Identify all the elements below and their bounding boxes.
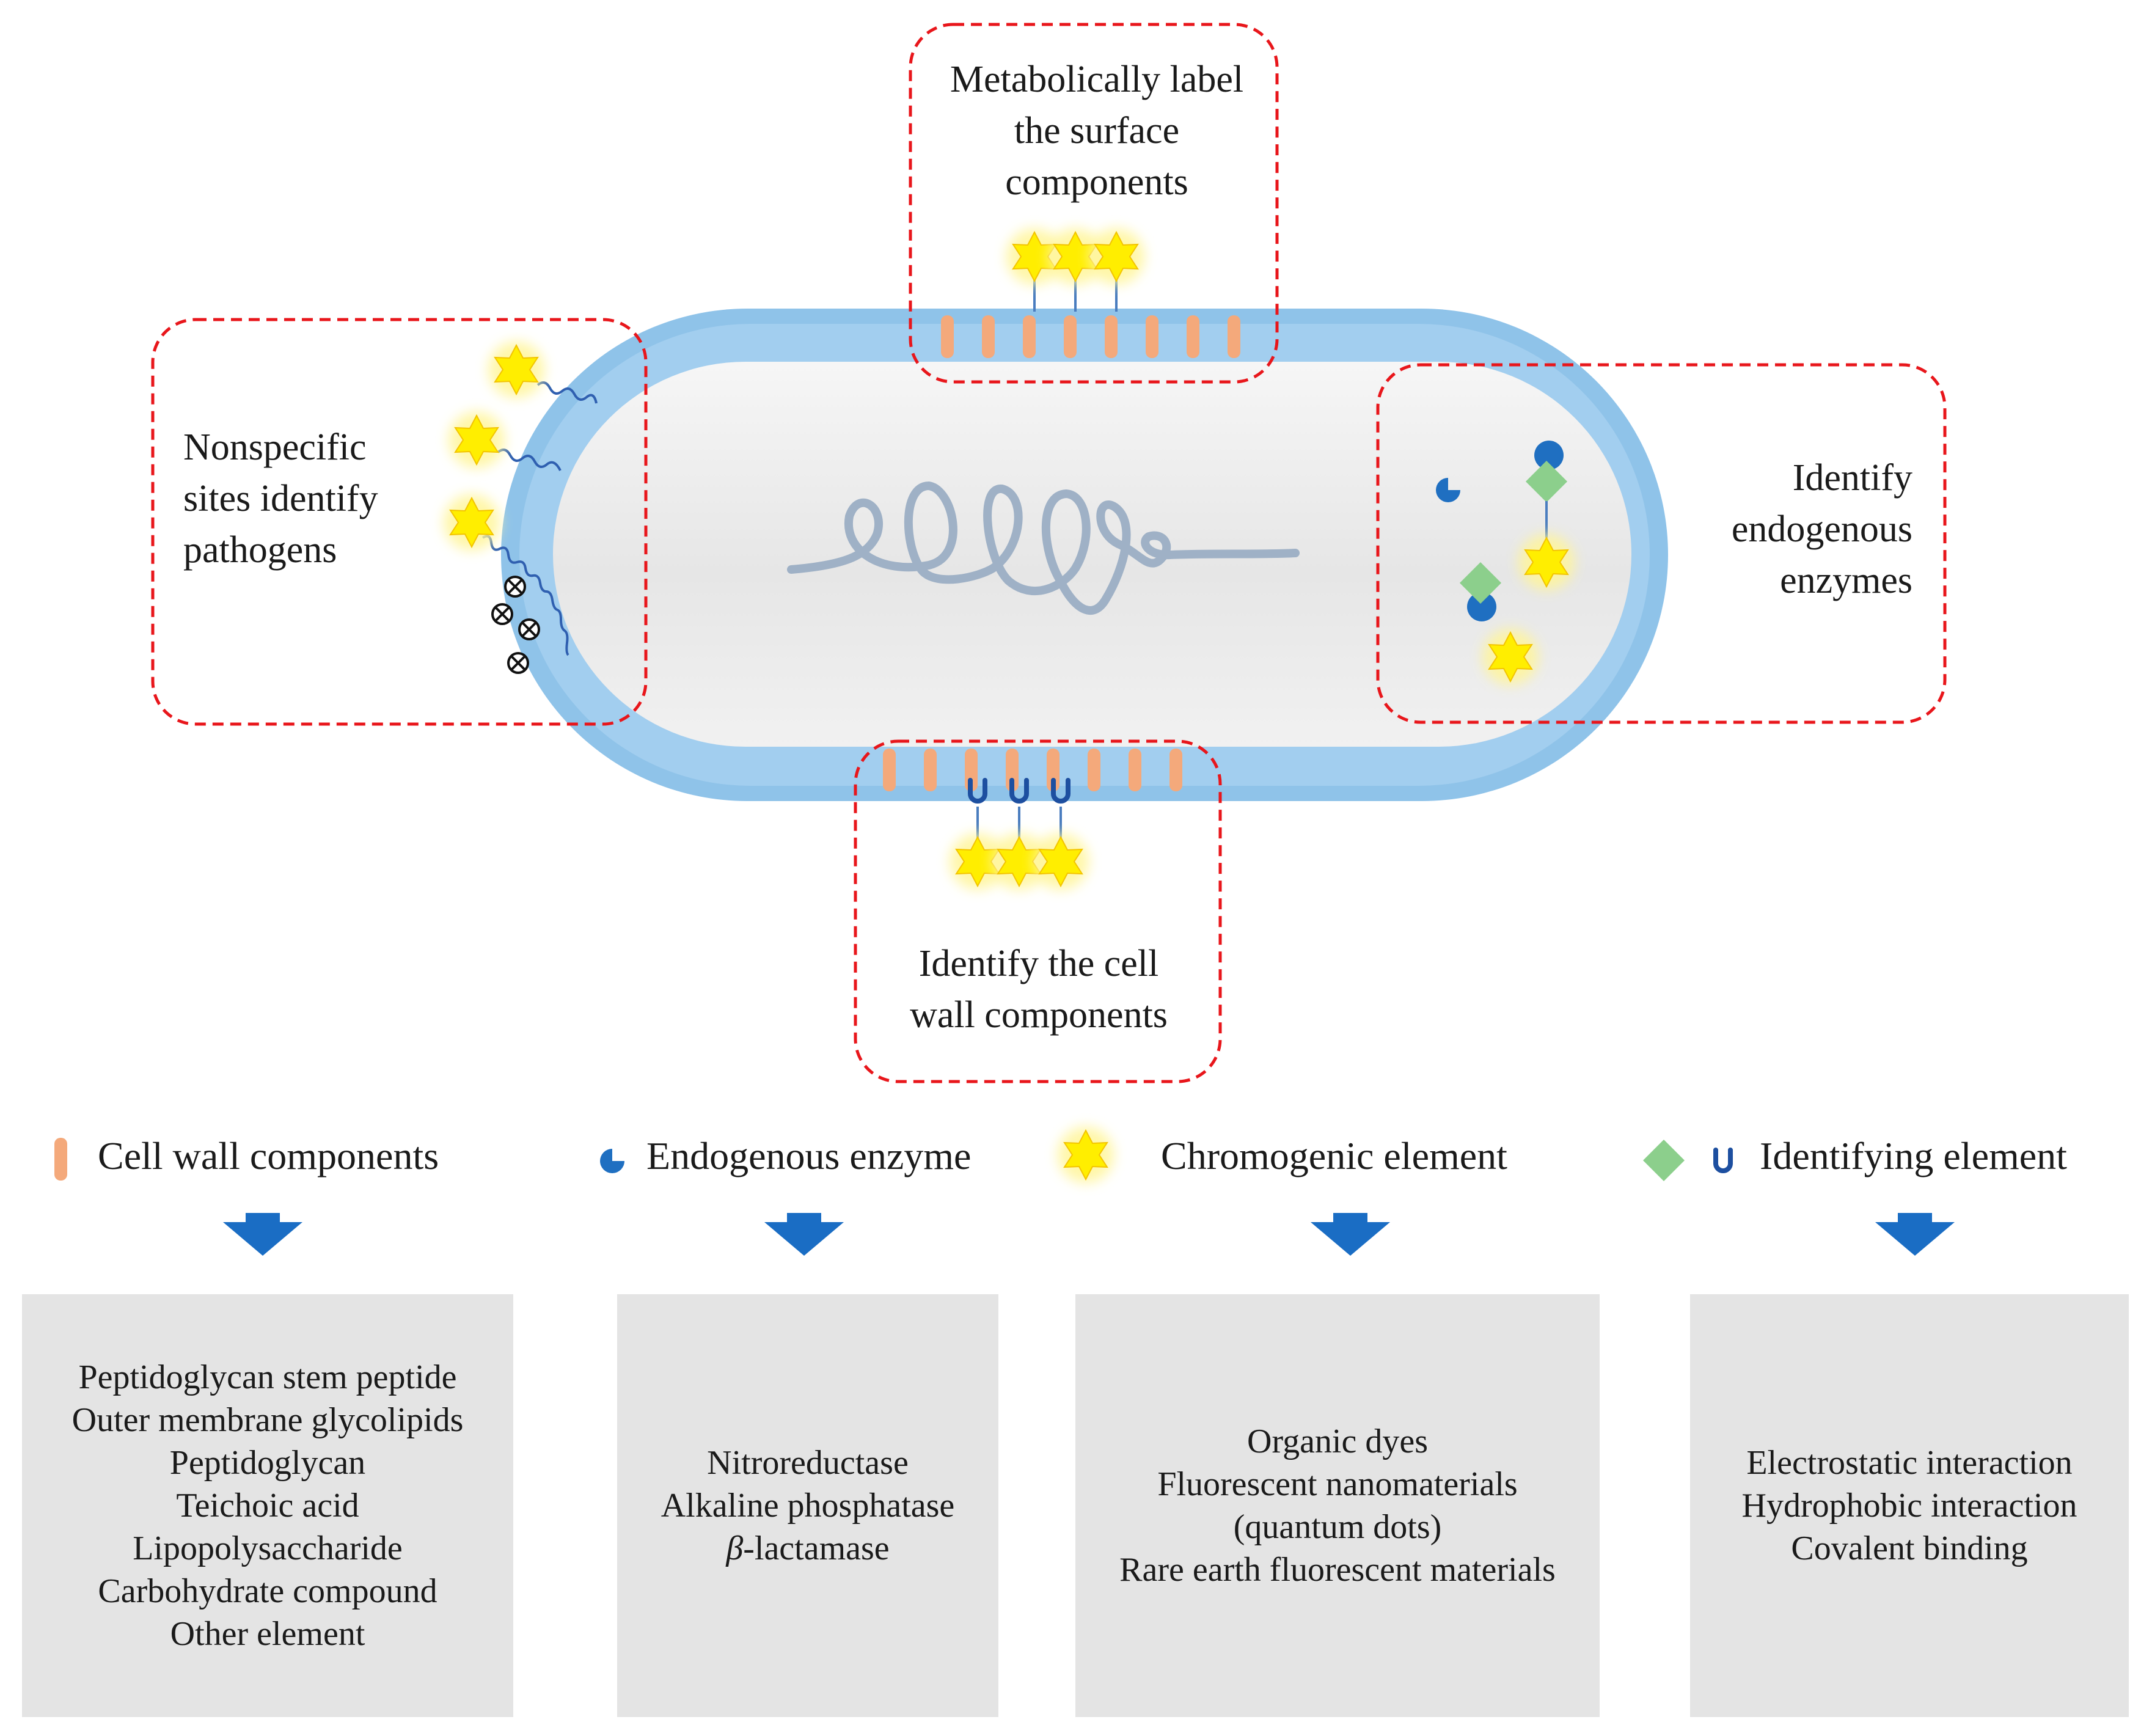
chromogenic-star-icon [488, 342, 544, 398]
cell-wall-component-icon [1064, 315, 1077, 358]
legend-cell-wall-components: Cell wall components [98, 1134, 439, 1177]
down-arrow-icon [1311, 1213, 1390, 1256]
cell-wall-recognition-group [950, 780, 1089, 890]
charge-symbol-icon [504, 576, 526, 598]
info-box-chromogenic: Organic dyes Fluorescent nanomaterials (… [1075, 1294, 1600, 1717]
cell-wall-component-icon [924, 749, 937, 791]
down-arrow-icon [1875, 1213, 1955, 1256]
list-item: Organic dyes [1247, 1423, 1428, 1460]
legend-endogenous-enzyme: Endogenous enzyme [646, 1134, 972, 1177]
cell-wall-component-icon [1006, 749, 1019, 791]
cell-wall-component-icon [1088, 749, 1100, 791]
cell-wall-component-icon [1169, 749, 1182, 791]
enzyme-bound-icon [1467, 592, 1496, 621]
callout-line: wall components [910, 994, 1168, 1036]
chromogenic-star-icon [1088, 229, 1144, 285]
legend-identifying-element: Identifying element [1760, 1134, 2067, 1177]
cell-wall-component-icon [982, 315, 995, 358]
wavy-linker [536, 381, 598, 404]
list-item: Rare earth fluorescent materials [1119, 1551, 1556, 1589]
cell-wall-component-icon [941, 315, 954, 358]
cell-wall-component-icon [1228, 315, 1240, 358]
metabolic-label-group [1006, 229, 1144, 312]
list-item: (quantum dots) [1233, 1508, 1442, 1546]
callout-line: Identify [1792, 457, 1912, 499]
list-item: β-lactamase [726, 1529, 890, 1567]
charge-symbol-icon [491, 603, 513, 625]
charge-symbol-icon [518, 618, 540, 640]
list-item: Nitroreductase [707, 1444, 909, 1482]
callout-metabolic-label: Metabolically label the surface componen… [913, 54, 1280, 208]
list-item: Peptidoglycan [169, 1444, 366, 1482]
chromogenic-star-icon [1482, 629, 1539, 685]
list-item: Lipopolysaccharide [133, 1529, 403, 1567]
cell-wall-component-icon [1105, 315, 1118, 358]
info-box-enzymes: Nitroreductase Alkaline phosphatase β-la… [617, 1294, 998, 1717]
nonspecific-binding-group [444, 342, 598, 674]
callout-line: Nonspecific [183, 427, 367, 468]
cell-wall-component-icon [54, 1138, 67, 1181]
charge-symbol-icon [507, 652, 529, 674]
callout-line: the surface [1014, 110, 1180, 152]
cell-wall-component-icon [1023, 315, 1036, 358]
cell-wall-component-icon [1129, 749, 1141, 791]
legend-chromogenic-element: Chromogenic element [1161, 1134, 1507, 1177]
info-box-cell-wall: Peptidoglycan stem peptide Outer membran… [22, 1294, 513, 1717]
chromogenic-star-icon [1033, 833, 1089, 890]
callout-line: sites identify [183, 478, 378, 519]
callout-line: Identify the cell [918, 943, 1159, 984]
list-item: Hydrophobic interaction [1741, 1487, 2077, 1525]
list-item: Peptidoglycan stem peptide [78, 1358, 457, 1396]
wavy-linker [481, 535, 569, 656]
callout-nonspecific-sites: Nonspecific sites identify pathogens [183, 422, 403, 576]
top-wall-components [941, 315, 1240, 358]
cell-wall-component-icon [1047, 749, 1060, 791]
down-arrow-icon [223, 1213, 302, 1256]
callout-frame-right [1376, 363, 1947, 724]
callout-endogenous-enzymes: Identify endogenous enzymes [1650, 452, 1912, 606]
list-item: Outer membrane glycolipids [71, 1401, 464, 1439]
identifying-diamond-icon [1643, 1140, 1685, 1181]
callout-line: pathogens [183, 529, 337, 571]
callout-frame-bottom [854, 739, 1222, 1083]
wavy-linker [497, 449, 562, 471]
info-box-identifying: Electrostatic interaction Hydrophobic in… [1690, 1294, 2129, 1717]
list-item: Covalent binding [1791, 1529, 2028, 1567]
list-item: Alkaline phosphatase [661, 1487, 955, 1525]
chromogenic-star-icon [444, 494, 500, 551]
identifying-u-icon [1716, 1150, 1730, 1171]
enzyme-detection-group [1436, 441, 1575, 685]
callout-frame-left [151, 318, 648, 726]
cell-wall-component-icon [1146, 315, 1158, 358]
cytoplasm [553, 362, 1631, 747]
endogenous-enzyme-icon [600, 1149, 624, 1173]
chromogenic-star-icon [448, 412, 505, 468]
list-item: Teichoic acid [176, 1487, 359, 1525]
bottom-wall-components [883, 749, 1182, 791]
callout-line: components [1005, 161, 1188, 203]
cell-wall-component-icon [1187, 315, 1199, 358]
callout-line: Metabolically label [950, 59, 1244, 100]
chromogenic-star-icon [1518, 534, 1575, 590]
list-item: Fluorescent nanomaterials [1157, 1465, 1518, 1503]
enzyme-bound-icon [1534, 441, 1564, 470]
list-item: Electrostatic interaction [1746, 1444, 2073, 1482]
callout-cell-wall: Identify the cell wall components [855, 938, 1222, 1041]
cell-wall-component-icon [883, 749, 896, 791]
down-arrow-icon [764, 1213, 844, 1256]
dna-coil [787, 482, 1300, 615]
chromogenic-star-icon [1058, 1127, 1114, 1183]
callout-frame-top [909, 23, 1279, 384]
list-item: Carbohydrate compound [98, 1572, 437, 1610]
callout-line: enzymes [1780, 560, 1912, 601]
callout-line: endogenous [1731, 508, 1912, 550]
list-item: Other element [170, 1615, 365, 1653]
